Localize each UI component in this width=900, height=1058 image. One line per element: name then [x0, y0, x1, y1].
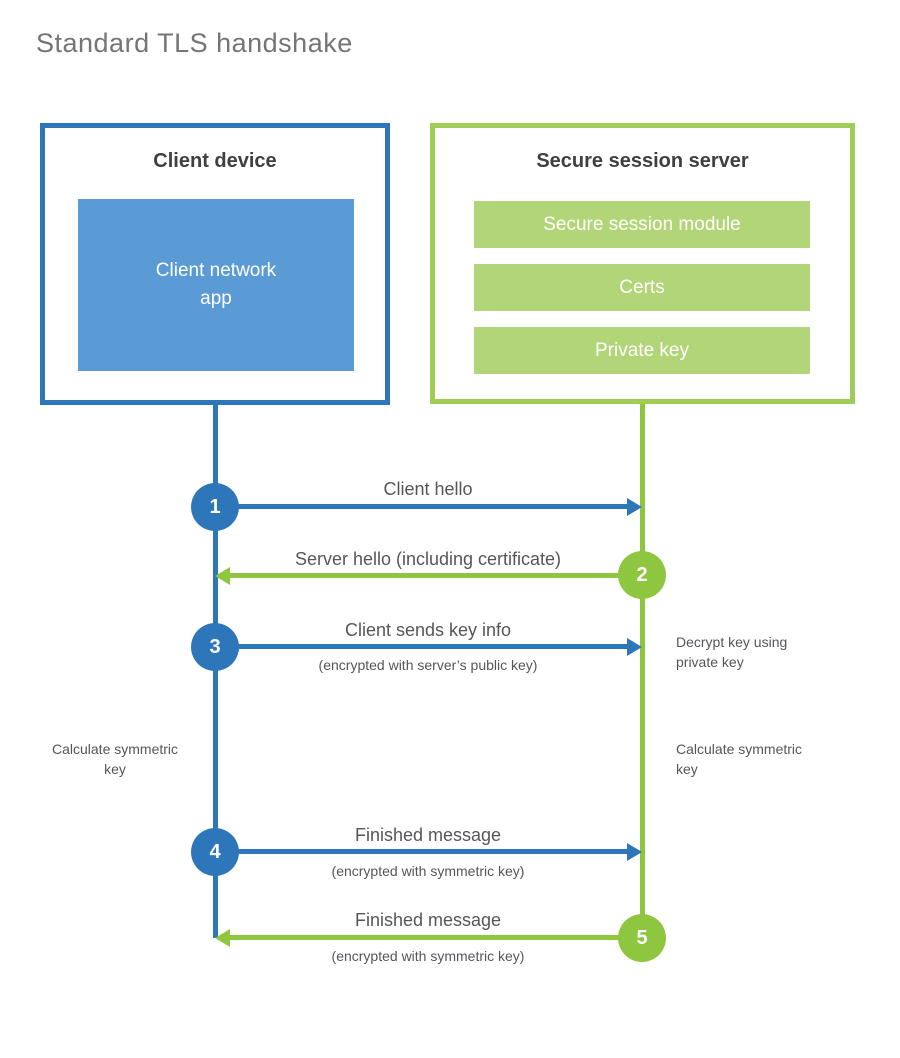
client-network-app-box: Client network app	[78, 199, 354, 371]
note-decrypt-key: Decrypt key using private key	[676, 634, 788, 671]
note-calc-symmetric-key-client: Calculate symmetric key	[51, 741, 179, 778]
secure-session-server-title: Secure session server	[536, 150, 749, 172]
step5-arrowhead-icon	[215, 929, 230, 947]
note-calc-symmetric-key-server: Calculate symmetric key	[676, 741, 803, 778]
server-module-certs: Certs	[474, 264, 810, 311]
step3-number: 3	[209, 635, 221, 658]
step4-number: 4	[209, 840, 221, 863]
client-network-app-label: Client network app	[155, 259, 277, 310]
step1-arrowhead-icon	[627, 498, 642, 516]
step2-arrowhead-icon	[215, 567, 230, 585]
step5-circle: 5	[618, 914, 666, 962]
server-module-private-key: Private key	[474, 327, 810, 374]
step3-arrowhead-icon	[627, 638, 642, 656]
step5-sublabel: (encrypted with symmetric key)	[331, 948, 525, 964]
step4-sublabel: (encrypted with symmetric key)	[331, 863, 525, 879]
step2-number: 2	[636, 563, 648, 586]
client-lifeline	[213, 405, 218, 938]
step4-arrow-line	[215, 849, 628, 854]
step3-circle: 3	[191, 623, 239, 671]
step2-label: Server hello (including certificate)	[294, 549, 562, 569]
client-device-title: Client device	[153, 150, 277, 172]
step2-circle: 2	[618, 551, 666, 599]
step3-sublabel: (encrypted with server’s public key)	[318, 657, 538, 673]
step1-label: Client hello	[383, 479, 473, 499]
step5-label: Finished message	[354, 910, 502, 930]
step1-arrow-line	[215, 504, 628, 509]
step5-number: 5	[636, 926, 648, 949]
step4-label: Finished message	[354, 825, 502, 845]
step3-label: Client sends key info	[344, 620, 512, 640]
step4-arrowhead-icon	[627, 843, 642, 861]
step2-arrow-line	[230, 573, 642, 578]
step1-number: 1	[209, 495, 221, 518]
step4-circle: 4	[191, 828, 239, 876]
server-module-secure-session: Secure session module	[474, 201, 810, 248]
server-lifeline	[640, 404, 645, 938]
page-title: Standard TLS handshake	[36, 28, 353, 58]
step3-arrow-line	[215, 644, 628, 649]
step5-arrow-line	[230, 935, 642, 940]
step1-circle: 1	[191, 483, 239, 531]
